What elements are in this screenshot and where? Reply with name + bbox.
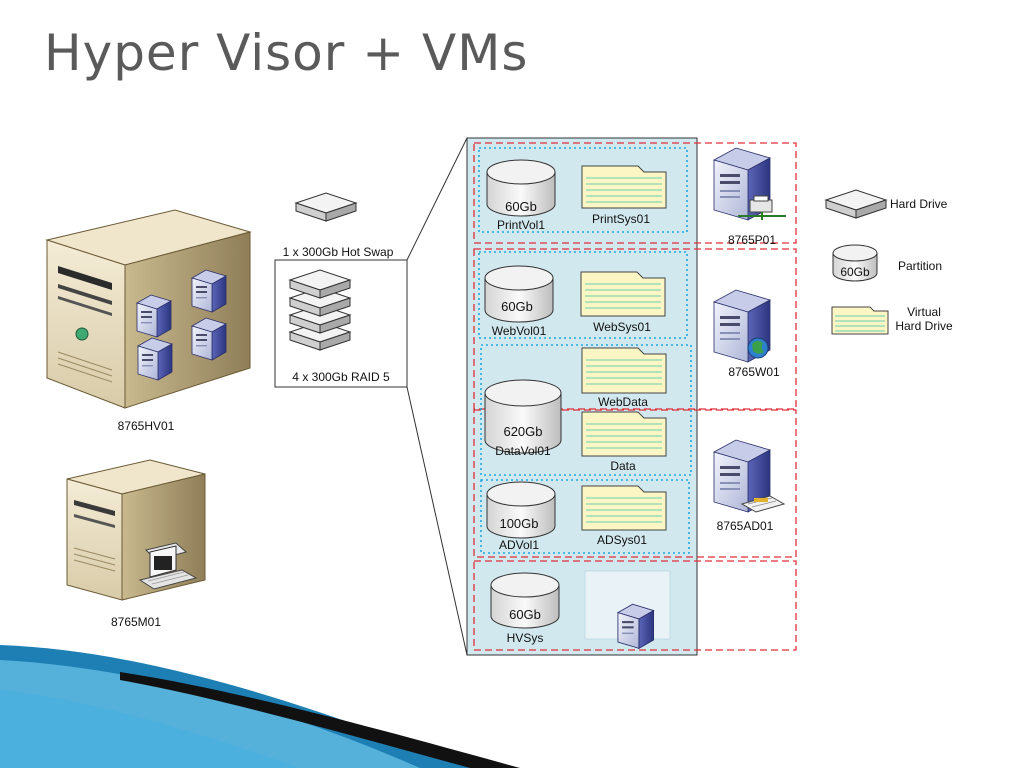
- vhd-data-icon: [581, 411, 667, 457]
- webdata-label: WebData: [598, 395, 648, 409]
- legend-partition-label: Partition: [898, 259, 943, 273]
- hot-swap-label: 1 x 300Gb Hot Swap: [282, 245, 394, 259]
- web-server-icon: [713, 289, 771, 363]
- legend-hard-drive-icon: [825, 189, 887, 219]
- management-pc-label: 8765M01: [110, 615, 162, 629]
- hot-swap-drive-icon: [295, 192, 357, 222]
- legend-partition-size: 60Gb: [840, 265, 870, 279]
- websys-label: WebSys01: [593, 320, 651, 334]
- raid-connector-bottom: [406, 386, 468, 656]
- raid-connector-top: [406, 137, 468, 261]
- vm-group-hypervisor: [473, 560, 797, 651]
- webvol-label: WebVol01: [491, 324, 547, 338]
- vhd-webdata-icon: [581, 347, 667, 394]
- datavol-label: DataVol01: [495, 444, 551, 458]
- partition-printvol-icon: [486, 159, 556, 217]
- volume-group-ad: [480, 479, 690, 554]
- decorative-wave: [0, 645, 520, 768]
- host-server-label: 8765HV01: [117, 419, 175, 433]
- vhd-websys-icon: [580, 271, 666, 317]
- partition-advol-icon: [486, 481, 556, 539]
- partition-webvol-icon: [484, 265, 554, 323]
- raid-label: 4 x 300Gb RAID 5: [292, 370, 390, 384]
- vm-ad-label: 8765AD01: [716, 519, 774, 533]
- adsys-label: ADSys01: [596, 533, 648, 547]
- hypervisor-tower-icon: [617, 603, 655, 649]
- printvol-size: 60Gb: [505, 199, 537, 214]
- vm-web-label: 8765W01: [728, 365, 780, 379]
- advol-label: ADVol1: [498, 538, 540, 552]
- advol-size: 100Gb: [499, 516, 539, 531]
- volume-group-data: [480, 344, 692, 476]
- vhd-printsys-icon: [581, 165, 667, 209]
- hvsys-size: 60Gb: [509, 607, 541, 622]
- webvol-size: 60Gb: [501, 299, 533, 314]
- ad-server-icon: [713, 439, 786, 513]
- vm-group-print: [473, 142, 797, 244]
- print-server-icon: [713, 147, 786, 221]
- legend-hard-drive-label: Hard Drive: [890, 197, 948, 211]
- vhd-adsys-icon: [581, 485, 667, 531]
- data-vhd-label: Data: [610, 459, 636, 473]
- volume-group-print: [478, 147, 688, 233]
- hvsys-label: HVSys: [506, 631, 544, 645]
- legend-vhd-label-2: Hard Drive: [895, 319, 953, 333]
- host-server-icon: [45, 209, 252, 409]
- printsys-label: PrintSys01: [591, 212, 651, 226]
- legend-partition-icon: [832, 244, 878, 282]
- management-pc-icon: [66, 459, 206, 601]
- partition-datavol-icon: [484, 379, 562, 454]
- legend-vhd-label-1: Virtual: [907, 305, 941, 319]
- datavol-size: 620Gb: [503, 424, 543, 439]
- volume-group-web: [478, 251, 688, 339]
- printvol-label: PrintVol1: [496, 218, 546, 232]
- vm-group-ad: [473, 409, 797, 558]
- vm-print-label: 8765P01: [727, 233, 777, 247]
- partition-hvsys-icon: [490, 572, 560, 629]
- vm-group-web: [473, 248, 797, 410]
- legend-vhd-icon: [831, 306, 889, 335]
- slide-title: Hyper Visor + VMs: [44, 24, 529, 82]
